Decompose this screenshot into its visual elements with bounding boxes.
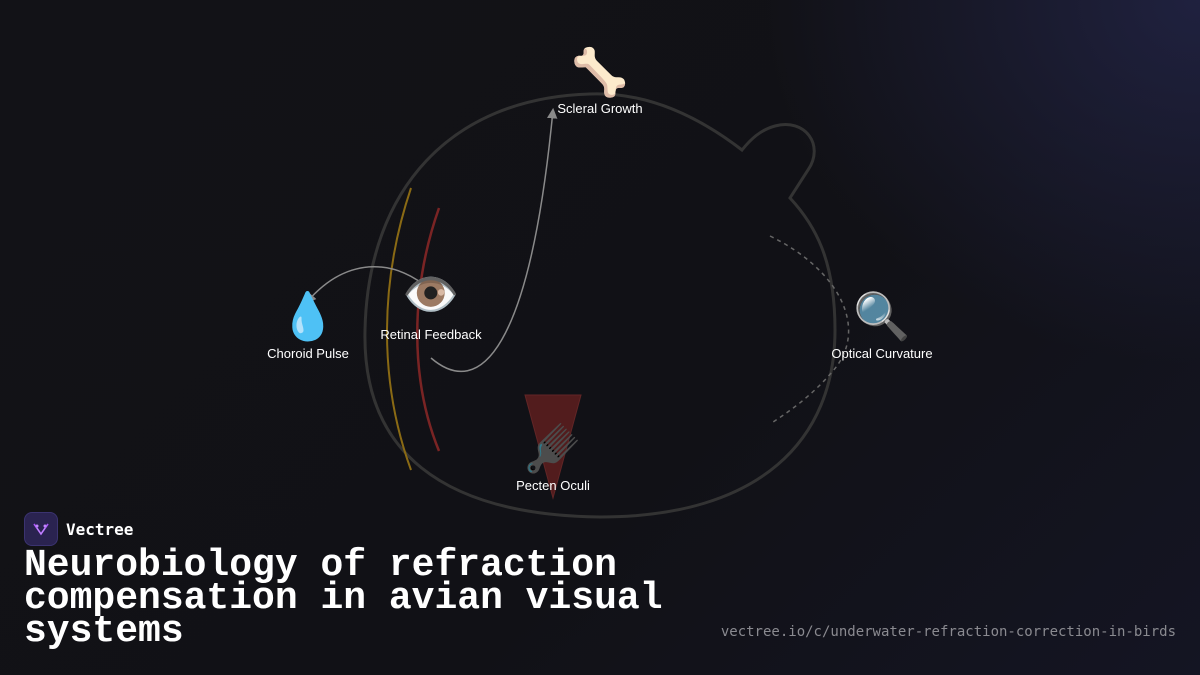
page-title: Neurobiology of refraction compensation …: [24, 544, 663, 653]
choroid-pulse-label: Choroid Pulse: [267, 346, 349, 361]
droplet-icon: 💧: [279, 289, 336, 343]
arrow-retinal-to-scleral: [430, 107, 558, 373]
optical-curvature-arc: [769, 235, 850, 425]
eye-icon: 👁️: [402, 267, 459, 321]
node-scleral-growth: 🦴 Scleral Growth: [557, 44, 642, 116]
node-choroid-pulse: 💧 Choroid Pulse: [267, 289, 349, 361]
red-retina-curve: [416, 207, 441, 452]
pecten-oculi-label: Pecten Oculi: [516, 478, 590, 493]
retinal-feedback-label: Retinal Feedback: [380, 327, 482, 342]
source-url[interactable]: vectree.io/c/underwater-refraction-corre…: [720, 624, 1176, 640]
comb-icon: 🪮: [524, 421, 581, 476]
yellow-lens-curve: [386, 187, 412, 471]
brand-name: Vectree: [66, 519, 134, 539]
scleral-growth-label: Scleral Growth: [557, 101, 642, 116]
brand: Vectree: [24, 512, 133, 546]
magnifier-icon: 🔍: [853, 287, 910, 343]
vectree-logo-icon: [24, 512, 58, 546]
node-pecten-oculi: 🪮 Pecten Oculi: [516, 421, 590, 493]
node-optical-curvature: 🔍 Optical Curvature: [831, 287, 932, 361]
arrow-retinal-to-choroid: [305, 266, 431, 304]
node-retinal-feedback: 👁️ Retinal Feedback: [380, 267, 482, 342]
bone-icon: 🦴: [571, 44, 628, 99]
pecten-shape: [524, 394, 582, 500]
head-outline: [363, 92, 837, 519]
optical-curvature-label: Optical Curvature: [831, 346, 932, 361]
